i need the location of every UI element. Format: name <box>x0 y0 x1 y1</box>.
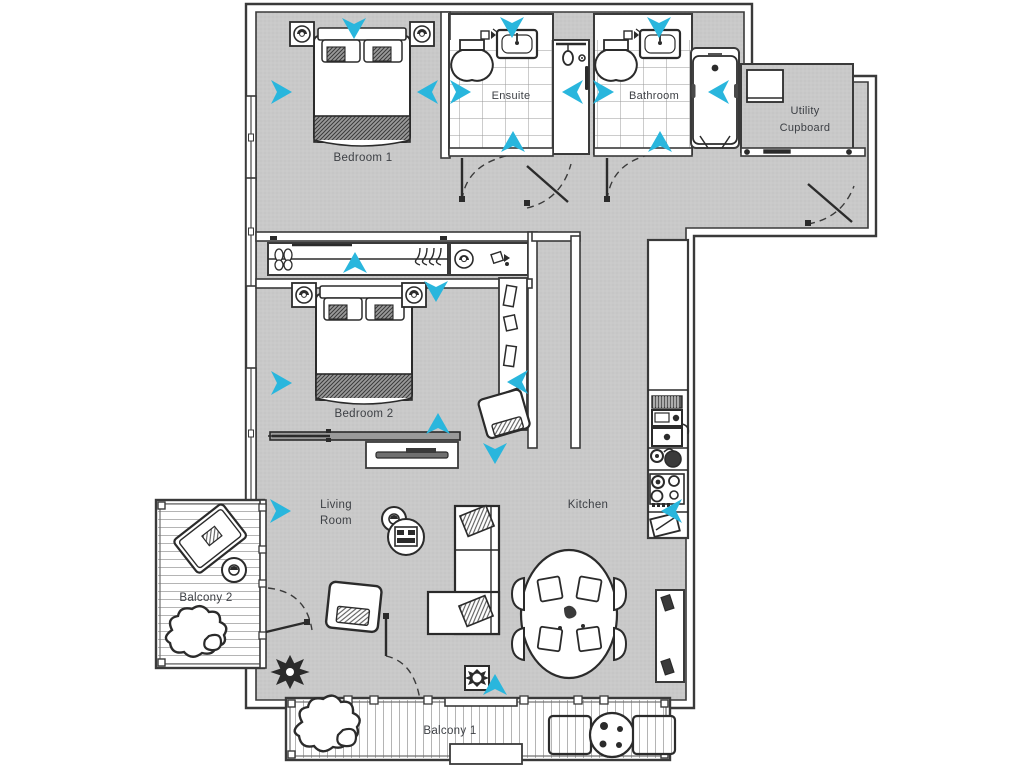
door-swing-balcony2 <box>267 587 313 631</box>
vp-bedroom2-north[interactable] <box>424 281 448 302</box>
vp-ensuite-east[interactable] <box>562 80 583 104</box>
room-utility-cupboard <box>740 63 866 157</box>
svg-text:Cupboard: Cupboard <box>780 122 831 134</box>
vp-bathroom-east[interactable] <box>708 80 729 104</box>
label-ensuite: Ensuite <box>492 90 531 102</box>
vp-bedroom2-south[interactable] <box>426 413 450 434</box>
svg-text:Utility: Utility <box>791 105 820 117</box>
label-utility-cupboard: Utility Cupboard <box>780 105 831 134</box>
boiler-unit <box>746 69 784 103</box>
plant-pot-living-south <box>464 665 490 691</box>
side-table-lamp <box>381 506 425 556</box>
vp-bedroom2-east[interactable] <box>507 370 528 394</box>
vp-bathroom-west[interactable] <box>593 80 614 104</box>
door-swing-utility <box>807 185 855 225</box>
door-swing-balcony1 <box>385 655 421 701</box>
room-bedroom-1 <box>255 11 533 242</box>
vp-bedroom1-west[interactable] <box>271 80 292 104</box>
hallway <box>255 231 581 449</box>
plant-balcony-2 <box>164 604 228 658</box>
bistro-set <box>547 711 677 759</box>
label-living-room: Living Room <box>320 499 352 527</box>
bistro-chair-right <box>631 714 677 756</box>
bistro-chair-left <box>547 714 593 756</box>
label-bathroom: Bathroom <box>629 90 679 102</box>
sun-lounger <box>173 503 248 574</box>
vanity-unit-hall <box>449 242 529 276</box>
room-labels: Bedroom 1 Ensuite Bathroom Utility Cupbo… <box>179 90 830 737</box>
label-balcony-2: Balcony 2 <box>179 592 232 604</box>
bistro-table <box>588 711 636 759</box>
dining-table <box>519 548 619 680</box>
vp-hall-south[interactable] <box>343 252 367 273</box>
vp-ensuite-north[interactable] <box>500 17 524 38</box>
vp-bathroom-north[interactable] <box>647 17 671 38</box>
oven <box>651 409 690 447</box>
door-hinges <box>304 196 811 625</box>
svg-text:Living: Living <box>320 499 352 511</box>
side-table-balcony-2 <box>221 557 247 583</box>
bedside-table-1a <box>289 21 315 47</box>
vp-ensuite-west[interactable] <box>450 80 471 104</box>
door-swing-hall-1 <box>526 163 572 209</box>
svg-text:Room: Room <box>320 515 352 527</box>
vp-bathroom-south[interactable] <box>648 131 672 152</box>
viewpoint-markers[interactable] <box>270 17 729 695</box>
label-bedroom-2: Bedroom 2 <box>335 408 394 420</box>
sofa-l <box>426 504 501 636</box>
bed-1 <box>313 27 411 147</box>
vp-living-west[interactable] <box>270 499 291 523</box>
label-kitchen: Kitchen <box>568 499 608 511</box>
vp-living-south[interactable] <box>483 674 507 695</box>
room-bedroom-2 <box>268 277 531 469</box>
label-bedroom-1: Bedroom 1 <box>334 152 393 164</box>
basin-ensuite <box>480 28 539 60</box>
microwave <box>651 395 683 409</box>
bedside-table-2b <box>401 282 427 308</box>
room-balcony-2 <box>154 498 267 670</box>
bathtub <box>690 47 740 149</box>
console-kitchen-south <box>655 589 685 683</box>
armchair-living <box>324 580 383 634</box>
wc-ensuite <box>450 39 494 82</box>
chopping-board <box>649 512 681 538</box>
bed-2 <box>315 285 413 405</box>
vp-living-north[interactable] <box>483 443 507 464</box>
vp-bedroom2-west[interactable] <box>271 371 292 395</box>
floor-plant-living <box>270 654 310 690</box>
wc-bathroom <box>594 39 638 82</box>
bedside-table-1b <box>409 21 435 47</box>
room-kitchen <box>510 238 690 683</box>
dining-chairs <box>510 575 628 662</box>
armchair-study <box>477 388 531 440</box>
room-balcony-1 <box>284 694 677 765</box>
desk-bedroom-2 <box>268 429 461 469</box>
label-balcony-1: Balcony 1 <box>423 725 476 737</box>
bedside-table-2a <box>291 282 317 308</box>
kitchen-run <box>646 238 690 540</box>
vp-bedroom1-north[interactable] <box>342 18 366 39</box>
vp-kitchen-east[interactable] <box>661 499 682 523</box>
sink <box>650 448 682 468</box>
vp-bedroom1-east[interactable] <box>417 80 438 104</box>
room-living-room <box>270 504 501 691</box>
hob <box>649 473 685 507</box>
wardrobe-hall <box>267 236 449 276</box>
windows-west <box>245 95 257 505</box>
door-leaves <box>265 158 853 656</box>
vp-ensuite-south[interactable] <box>501 131 525 152</box>
plant-balcony-1 <box>293 694 361 753</box>
